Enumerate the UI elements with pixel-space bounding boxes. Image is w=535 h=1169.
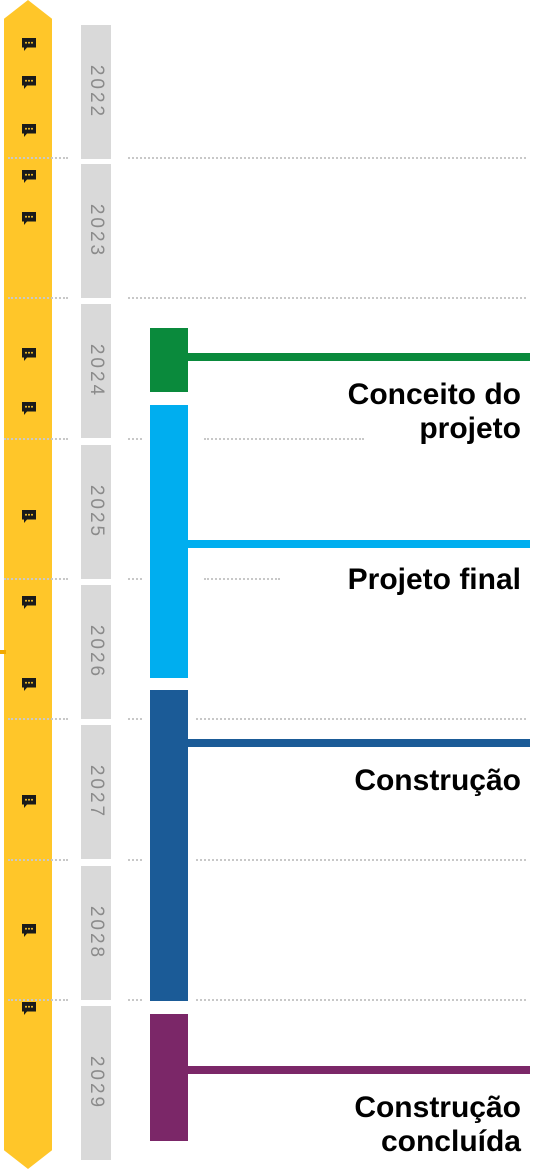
separator [8, 859, 68, 861]
comment-icon[interactable] [21, 346, 37, 362]
year-label: 2024 [86, 343, 107, 399]
separator [8, 999, 68, 1001]
separator [196, 718, 526, 720]
phase-label-concept: Conceito do projeto [347, 378, 521, 445]
comment-icon[interactable] [21, 922, 37, 938]
year-cell-2025: 2025 [81, 445, 111, 579]
year-label: 2026 [86, 624, 107, 680]
comment-icon[interactable] [21, 168, 37, 184]
year-label: 2027 [86, 764, 107, 820]
year-cell-2023: 2023 [81, 164, 111, 298]
year-cell-2028: 2028 [81, 866, 111, 1000]
separator [128, 297, 526, 299]
separator [128, 578, 142, 580]
separator [8, 157, 68, 159]
comment-icon[interactable] [21, 594, 37, 610]
separator [8, 297, 68, 299]
phase-line-final-design [188, 540, 530, 548]
phase-bar-final-design [150, 405, 188, 678]
year-cell-2024: 2024 [81, 304, 111, 438]
phase-label-construction: Construção [354, 764, 521, 797]
separator [128, 438, 142, 440]
comment-icon[interactable] [21, 74, 37, 90]
separator [196, 859, 526, 861]
separator [204, 438, 364, 440]
comment-icon[interactable] [21, 400, 37, 416]
comment-icon[interactable] [21, 36, 37, 52]
timeline-track [4, 0, 52, 1169]
phase-label-completed: Construção concluída [354, 1091, 521, 1158]
separator [128, 859, 142, 861]
year-cell-2026: 2026 [81, 585, 111, 719]
phase-bar-completed [150, 1014, 188, 1141]
separator [128, 157, 526, 159]
phase-line-completed [188, 1066, 530, 1074]
year-label: 2023 [86, 203, 107, 259]
comment-icon[interactable] [21, 210, 37, 226]
comment-icon[interactable] [21, 122, 37, 138]
comment-icon[interactable] [21, 676, 37, 692]
separator [4, 438, 68, 440]
year-cell-2022: 2022 [81, 25, 111, 159]
separator [196, 999, 526, 1001]
phase-bar-concept [150, 328, 188, 392]
year-cell-2029: 2029 [81, 1006, 111, 1160]
phase-line-construction [188, 739, 530, 747]
comment-icon[interactable] [21, 1000, 37, 1016]
phase-label-final-design: Projeto final [347, 563, 521, 596]
comment-icon[interactable] [21, 508, 37, 524]
phase-line-concept [188, 353, 530, 361]
comment-icon[interactable] [21, 793, 37, 809]
year-label: 2025 [86, 484, 107, 540]
phase-bar-construction [150, 690, 188, 1001]
track-marker [0, 650, 6, 654]
separator [4, 578, 68, 580]
year-label: 2028 [86, 905, 107, 961]
year-label: 2029 [86, 1055, 107, 1111]
separator [204, 578, 280, 580]
separator [128, 718, 142, 720]
year-label: 2022 [86, 64, 107, 120]
separator [128, 999, 142, 1001]
separator [8, 718, 68, 720]
year-cell-2027: 2027 [81, 725, 111, 859]
